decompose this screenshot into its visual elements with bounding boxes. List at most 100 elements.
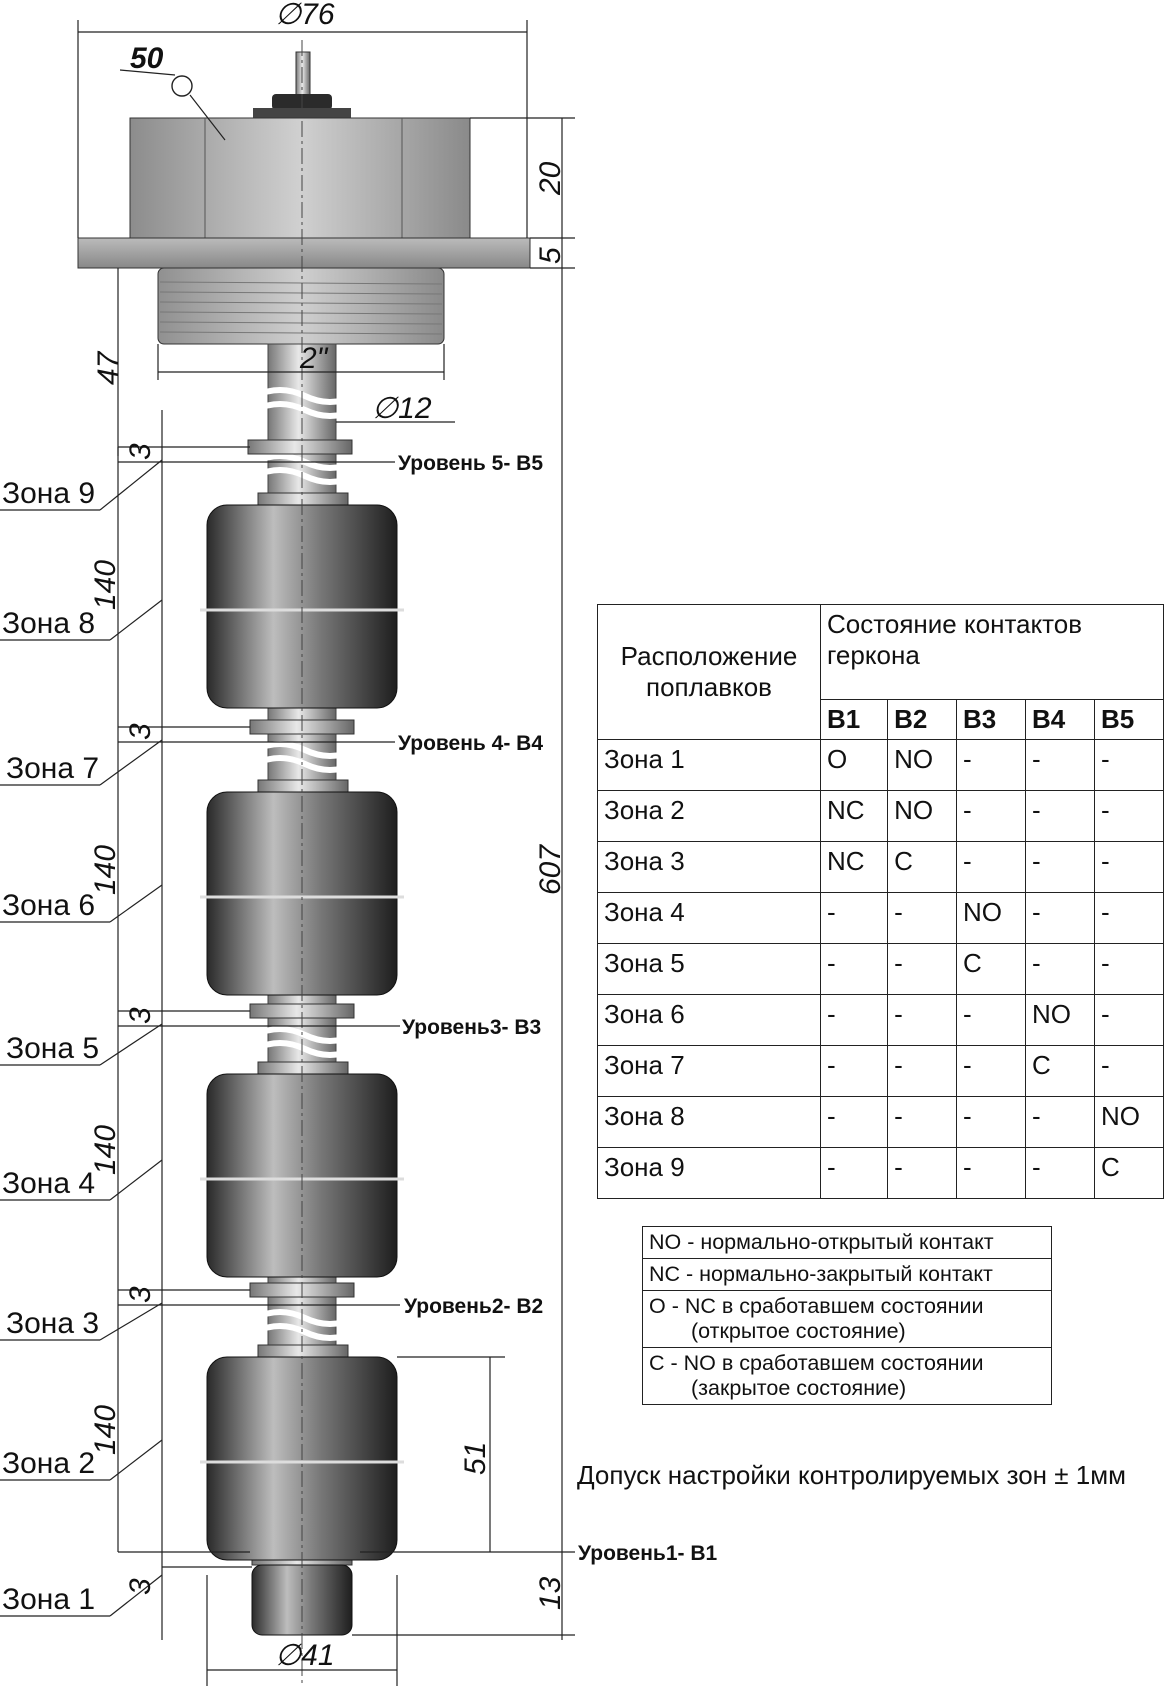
wrench-icon	[171, 75, 193, 97]
table-cell-state: NO	[887, 739, 958, 791]
zone-label-1: Зона 1	[2, 1583, 95, 1616]
legend-o-line2: (открытое состояние)	[691, 1319, 906, 1343]
table-cell-zone: Зона 1	[597, 739, 821, 791]
table-cell-state: -	[1093, 943, 1164, 995]
table-cell-zone: Зона 8	[597, 1096, 821, 1148]
table-cell-state: C	[1093, 1147, 1164, 1199]
table-row: Зона 7---C-	[597, 1045, 1164, 1097]
table-cell-state: -	[887, 1147, 958, 1199]
table-cell-zone: Зона 5	[597, 943, 821, 995]
legend-c-line1: C - NO в сработавшем состоянии	[649, 1351, 984, 1375]
table-cell-state: C	[887, 841, 958, 893]
zone-label-5: Зона 5	[6, 1032, 99, 1065]
cable	[295, 51, 311, 99]
dim-flange: 5	[534, 247, 567, 264]
table-cell-state: -	[819, 943, 889, 995]
table-cell-state: -	[887, 943, 958, 995]
level-label-1: Уровень1- В1	[578, 1542, 717, 1565]
dim-gap-1: 3	[124, 1578, 157, 1595]
dim-gap-9: 3	[124, 443, 157, 460]
flange	[77, 237, 531, 269]
table-cell-state: -	[819, 892, 889, 944]
legend-nc: NC - нормально-закрытый контакт	[642, 1258, 1052, 1291]
table-cell-state: -	[1093, 1045, 1164, 1097]
dim-zone-6: 140	[89, 845, 122, 895]
table-cell-state: O	[819, 739, 889, 791]
legend-o-line1: O - NC в сработавшем состоянии	[649, 1294, 984, 1318]
legend-no: NO - нормально-открытый контакт	[642, 1226, 1052, 1259]
legend-o: O - NC в сработавшем состоянии(открытое …	[642, 1290, 1052, 1348]
table-header-state: Состояние контактов геркона	[820, 604, 1164, 700]
table-cell-state: -	[887, 892, 958, 944]
dim-zone-8: 140	[89, 560, 122, 610]
table-cell-state: -	[819, 994, 889, 1046]
dim-gap-5: 3	[124, 1007, 157, 1024]
table-cell-state: -	[887, 1096, 958, 1148]
dim-zone-2: 140	[89, 1405, 122, 1455]
table-cell-state: -	[956, 841, 1026, 893]
table-cell-state: -	[956, 1045, 1026, 1097]
table-cell-zone: Зона 6	[597, 994, 821, 1046]
table-cell-state: C	[956, 943, 1026, 995]
table-cell-state: C	[1025, 1045, 1095, 1097]
zone-label-9: Зона 9	[2, 477, 95, 510]
dim-zone-4: 140	[89, 1125, 122, 1175]
level-label-5: Уровень 5- В5	[398, 452, 543, 475]
level-label-3: Уровень3- В3	[402, 1016, 541, 1039]
zone-label-6: Зона 6	[2, 889, 95, 922]
table-cell-state: -	[887, 1045, 958, 1097]
dim-float-diameter: ∅41	[275, 1639, 335, 1672]
column-b1: В1	[819, 699, 889, 740]
level-label-2: Уровень2- В2	[404, 1295, 543, 1318]
table-cell-state: -	[887, 994, 958, 1046]
table-cell-state: -	[1093, 841, 1164, 893]
tolerance-note: Допуск настройки контролируемых зон ± 1м…	[577, 1460, 1126, 1490]
table-cell-state: -	[1093, 739, 1164, 791]
level-label-4: Уровень 4- В4	[398, 732, 543, 755]
table-cell-state: -	[956, 739, 1026, 791]
table-cell-state: NC	[819, 841, 889, 893]
table-cell-zone: Зона 7	[597, 1045, 821, 1097]
table-cell-state: -	[956, 790, 1026, 842]
table-cell-state: -	[1025, 1147, 1095, 1199]
table-cell-state: -	[819, 1147, 889, 1199]
dim-mount: 47	[92, 350, 125, 385]
column-b2: В2	[887, 699, 958, 740]
zone-label-2: Зона 2	[2, 1447, 95, 1480]
table-cell-zone: Зона 4	[597, 892, 821, 944]
table-row: Зона 5--C--	[597, 943, 1164, 995]
table-cell-state: NO	[956, 892, 1026, 944]
table-cell-state: NO	[1093, 1096, 1164, 1148]
table-cell-state: -	[956, 1096, 1026, 1148]
table-header-position: Расположение поплавков	[597, 604, 821, 740]
dim-gap-3: 3	[124, 1286, 157, 1303]
dim-outer-diameter: ∅76	[275, 0, 335, 31]
table-cell-state: -	[1093, 892, 1164, 944]
contact-state-table: Расположение поплавков Состояние контакт…	[597, 604, 1164, 1199]
table-cell-state: NO	[1025, 994, 1095, 1046]
table-cell-zone: Зона 3	[597, 841, 821, 893]
table-row: Зона 6---NO-	[597, 994, 1164, 1046]
dim-tip: 13	[534, 1576, 567, 1610]
zone-label-7: Зона 7	[6, 752, 99, 785]
table-cell-state: -	[1025, 892, 1095, 944]
table-cell-state: -	[1093, 994, 1164, 1046]
column-b3: В3	[956, 699, 1026, 740]
legend-c: C - NO в сработавшем состоянии(закрытое …	[642, 1347, 1052, 1405]
dim-total: 607	[534, 844, 567, 895]
dim-float-height: 51	[459, 1442, 492, 1475]
dim-rod: ∅12	[372, 392, 432, 425]
table-cell-state: NC	[819, 790, 889, 842]
table-cell-state: -	[1025, 790, 1095, 842]
table-cell-state: -	[956, 994, 1026, 1046]
table-cell-zone: Зона 2	[597, 790, 821, 842]
dim-gap-7: 3	[124, 723, 157, 740]
stop-b5	[247, 439, 353, 455]
table-cell-state: -	[1025, 841, 1095, 893]
cable-seal	[253, 108, 351, 118]
table-cell-state: -	[1025, 1096, 1095, 1148]
